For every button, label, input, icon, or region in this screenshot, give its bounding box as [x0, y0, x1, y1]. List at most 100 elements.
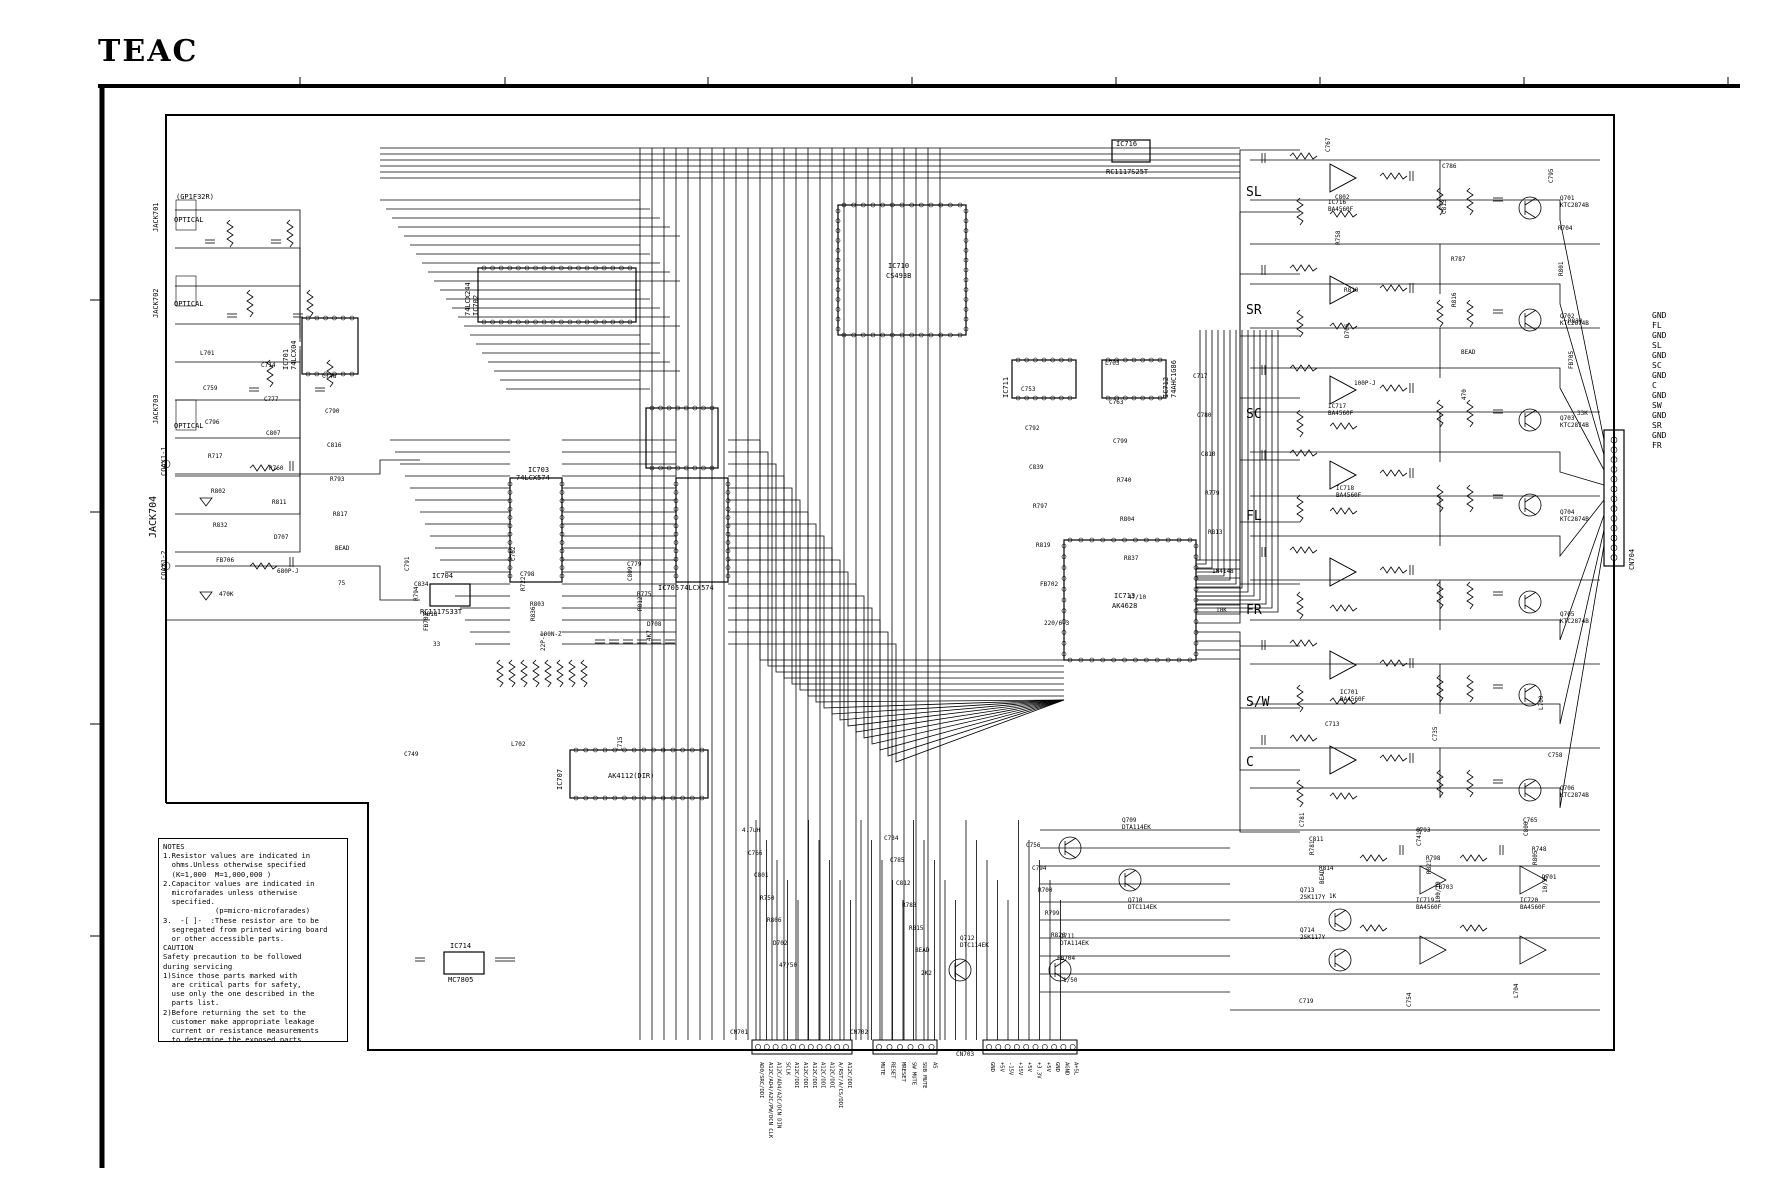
wire	[728, 583, 1065, 733]
ic-pin	[332, 371, 337, 377]
wire	[175, 285, 301, 338]
wire	[728, 631, 1065, 757]
ic-pin	[584, 265, 590, 271]
ic-pin	[660, 795, 666, 801]
ic-pin	[481, 265, 487, 271]
transistor-part: KTC2874B	[1560, 422, 1589, 429]
ic-pin	[861, 332, 866, 338]
ic-pin	[1193, 565, 1199, 570]
ic-pin	[559, 573, 565, 579]
part-label: C756	[1026, 842, 1041, 849]
transistor-ref: Q703	[1560, 415, 1575, 422]
transistor-part: DTC114EK	[960, 942, 989, 949]
diode-symbol	[199, 497, 213, 507]
transistor-emitter	[1524, 507, 1537, 516]
ic-pin	[692, 465, 698, 471]
output-pin-label: SR	[1652, 421, 1662, 430]
ic701-part: 74LCX04	[290, 340, 298, 370]
ic-pin	[1015, 395, 1021, 401]
part-label: 470	[1461, 389, 1468, 400]
ic-pin	[725, 556, 731, 562]
transistor-part: DTC114EK	[1128, 904, 1157, 911]
ic712-body	[1101, 359, 1167, 399]
ic-pin	[673, 531, 679, 537]
wire	[1250, 499, 1605, 558]
resistor-symbol	[1289, 734, 1318, 742]
ic-pin	[558, 319, 564, 325]
ic-pin	[507, 548, 513, 554]
cn701-pin	[816, 1044, 823, 1050]
ic-pin	[507, 540, 513, 545]
ic-pin	[1100, 657, 1106, 663]
ic710-part: CS493B	[886, 272, 911, 280]
cn701-pin	[781, 1044, 788, 1050]
ic-pin	[524, 265, 530, 271]
ic710-body	[837, 204, 967, 336]
cn703-pin-label: GND	[989, 1062, 995, 1072]
ic-pin	[919, 202, 924, 208]
output-pin-label: GND	[1652, 351, 1667, 360]
resistor-symbol	[1379, 566, 1408, 574]
part-label: C793	[1416, 827, 1431, 834]
wire	[728, 535, 1065, 709]
notes-line: specified.	[163, 897, 215, 907]
ic-pin	[1111, 537, 1116, 543]
resistor-symbol	[1436, 399, 1444, 428]
notes-line: segregated from printed wiring board	[163, 924, 328, 934]
ic-pin	[305, 315, 311, 321]
cn703-pin	[1023, 1044, 1030, 1050]
ic-pin	[692, 405, 698, 411]
wire	[728, 439, 1064, 661]
ic-pin	[1193, 630, 1199, 635]
ic-pin	[1061, 608, 1067, 614]
ic-pin	[1133, 537, 1138, 543]
notes-line: current or resistance measurements	[163, 1026, 319, 1036]
ic714-body	[443, 951, 485, 975]
ic-pin	[507, 265, 513, 271]
cn704-pin	[1610, 495, 1618, 503]
ic-pin	[1078, 657, 1084, 663]
cn703-pin	[1014, 1044, 1020, 1050]
cn702-pin	[928, 1044, 935, 1050]
part-label: C734	[884, 835, 899, 842]
resistor-symbol	[520, 659, 528, 688]
resistor-symbol	[266, 359, 274, 388]
transistor-part: DTA114EK	[1122, 824, 1151, 831]
part-label: D706	[1344, 323, 1351, 338]
resistor-symbol	[1466, 299, 1474, 328]
ic-pin	[725, 515, 731, 520]
ic-pin	[1061, 619, 1067, 624]
ic-pin	[909, 202, 914, 208]
wire	[175, 247, 301, 334]
resistor-symbol	[1296, 409, 1304, 438]
ic-pin	[593, 747, 598, 753]
ic-pin	[558, 265, 564, 271]
ic-pin	[323, 315, 328, 321]
part-label: 1/50	[1063, 977, 1078, 984]
ic-pin	[1061, 640, 1067, 646]
ic-pin	[1105, 357, 1111, 363]
ic704-body	[429, 583, 471, 607]
wire	[175, 209, 301, 330]
ic-pin	[340, 371, 346, 377]
part-label: R748	[1532, 846, 1547, 853]
ic-pin	[559, 523, 565, 529]
transistor-emitter	[1524, 322, 1537, 331]
part-labels: L700L701L702L703L7044.7uHC713C714C715C71…	[200, 137, 1588, 1007]
ic-pin	[725, 531, 731, 537]
ic-pin	[550, 265, 556, 271]
ic701-ref: IC701	[282, 349, 290, 370]
part-label: 47/50	[779, 962, 797, 969]
ic-pin	[675, 405, 681, 411]
ic-pin	[1157, 357, 1163, 363]
ic-pin	[516, 319, 521, 325]
wire	[728, 547, 1065, 715]
ic-pin	[314, 371, 320, 377]
ic-pin	[507, 573, 513, 579]
transistor-symbol	[1518, 683, 1542, 707]
ic710-ref: IC710	[888, 262, 909, 270]
ic-pin	[963, 326, 969, 332]
ic-pin	[699, 795, 705, 801]
output-pin-label: GND	[1652, 431, 1667, 440]
cn703-pin-label: +15V	[1017, 1062, 1023, 1076]
